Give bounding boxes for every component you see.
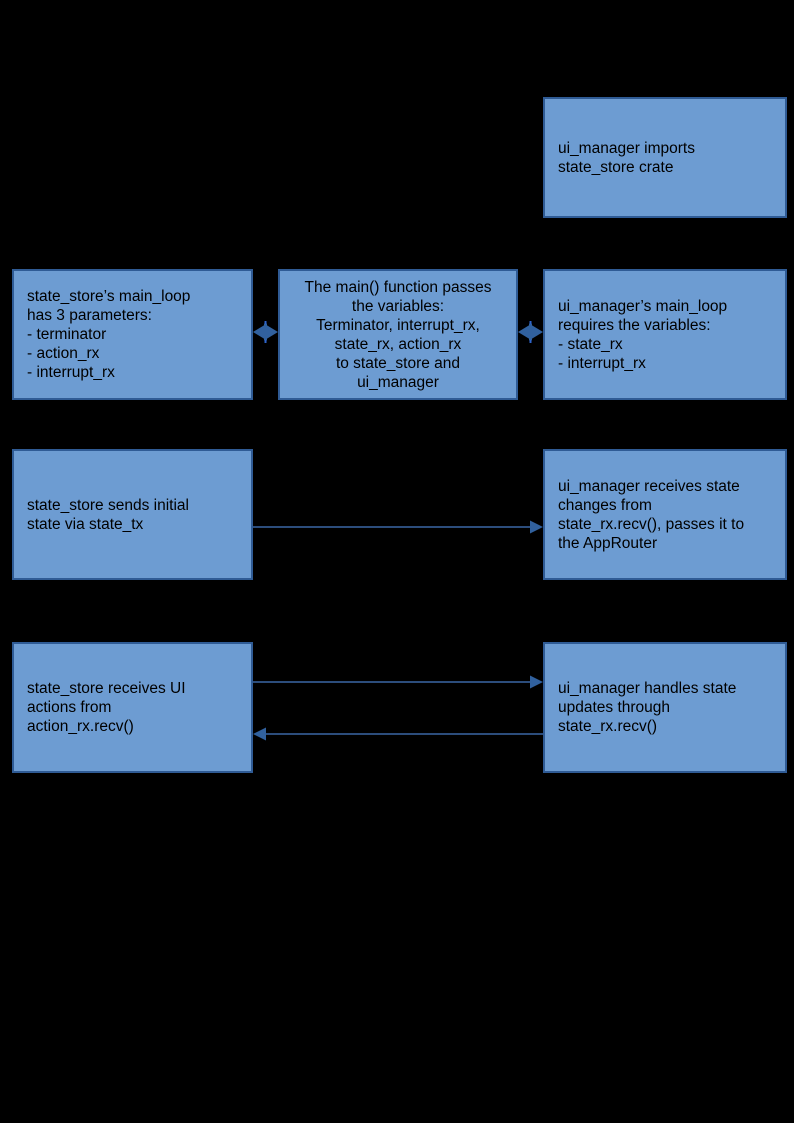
node-state-store-sends-initial: state_store sends initial state via stat…	[12, 449, 253, 580]
node-ui-manager-receives-state: ui_manager receives state changes from s…	[543, 449, 787, 580]
connector-main-to-state-store	[253, 321, 278, 343]
node-state-store-main-loop: state_store’s main_loop has 3 parameters…	[12, 269, 253, 400]
arrow-state-updates-to-ui	[253, 675, 543, 689]
connector-main-to-ui-manager	[518, 321, 543, 343]
node-ui-manager-imports: ui_manager imports state_store crate	[543, 97, 787, 218]
node-ui-manager-handles-updates: ui_manager handles state updates through…	[543, 642, 787, 773]
node-main-function-passes: The main() function passes the variables…	[278, 269, 518, 400]
arrow-ui-actions-to-store	[253, 727, 543, 741]
arrow-initial-state-to-ui	[253, 520, 543, 534]
node-ui-manager-main-loop: ui_manager’s main_loop requires the vari…	[543, 269, 787, 400]
node-state-store-receives-actions: state_store receives UI actions from act…	[12, 642, 253, 773]
